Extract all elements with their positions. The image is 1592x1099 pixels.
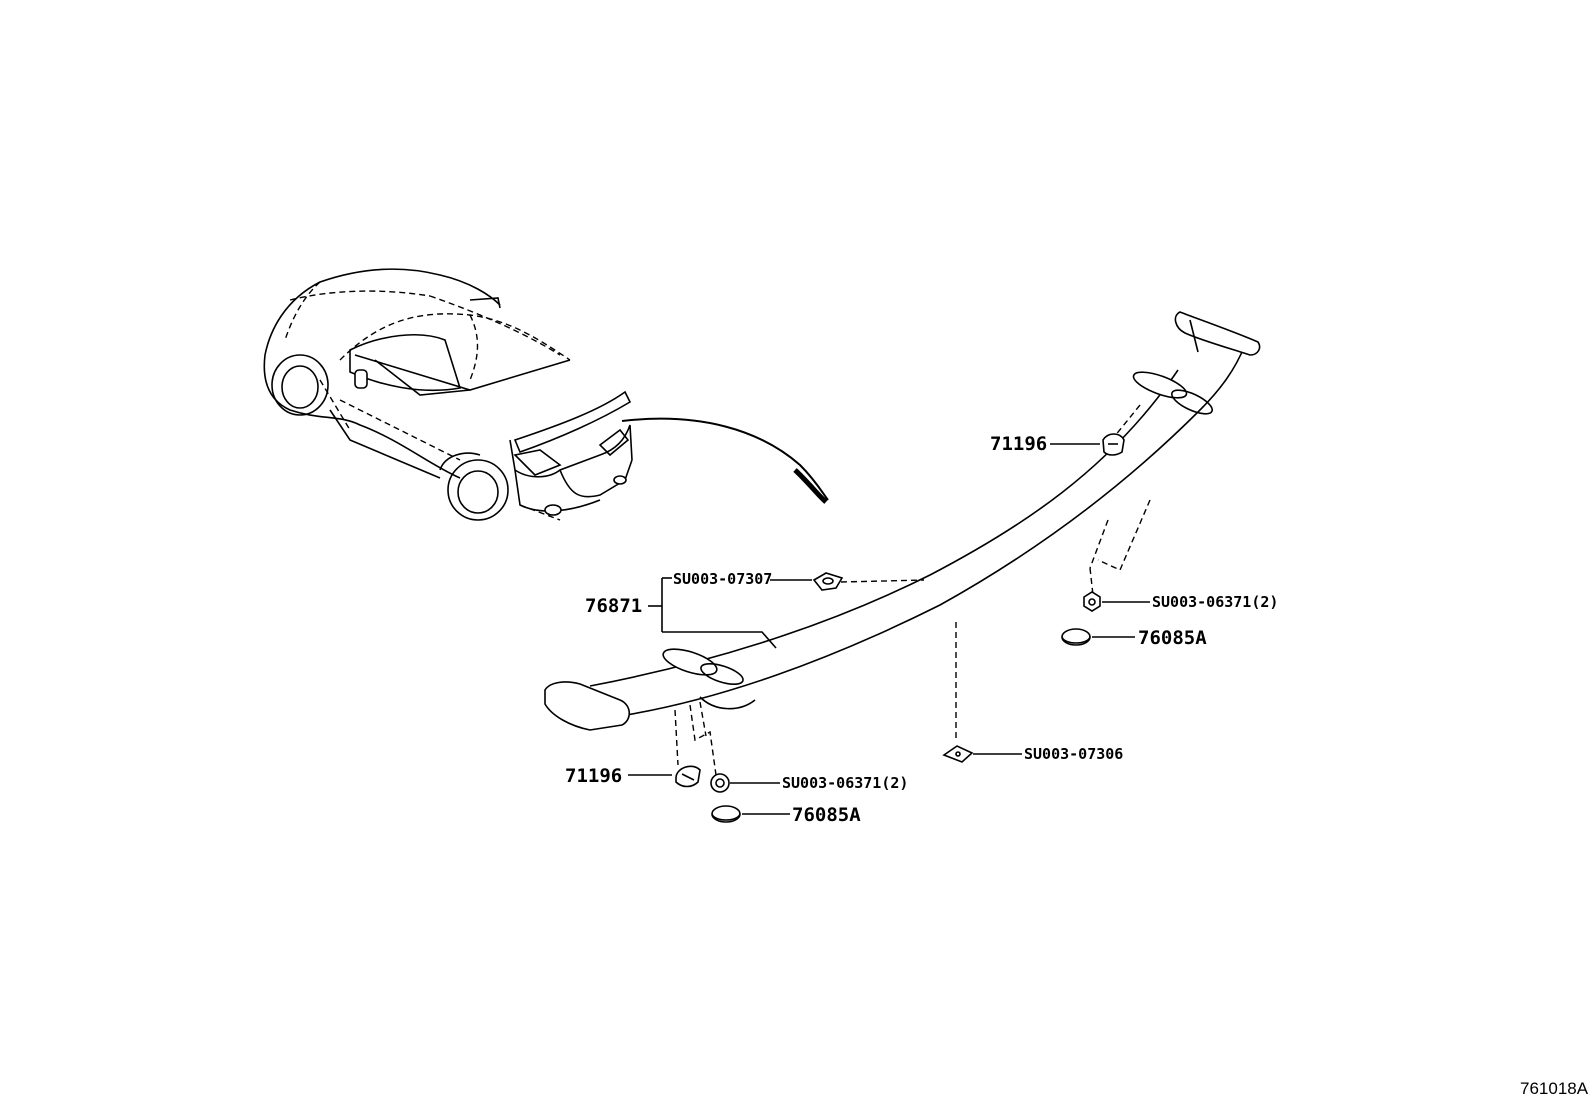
callout-nut-lower: SU003-06371(2) <box>782 774 908 792</box>
callout-cap-lower: 76085A <box>792 804 861 826</box>
diagram-id: 761018A <box>1520 1079 1589 1098</box>
clip-lower-icon <box>675 765 701 788</box>
car-illustration <box>263 268 633 521</box>
cap-lower-icon <box>711 805 741 823</box>
nut-upper-icon <box>1083 591 1101 612</box>
bracket-upper-icon <box>812 572 844 591</box>
nut-lower-icon <box>710 773 730 793</box>
callout-clip-lower: 71196 <box>565 765 622 787</box>
callout-cap-upper: 76085A <box>1138 627 1207 649</box>
cap-upper-icon <box>1061 628 1091 646</box>
callout-leaders <box>628 443 1150 815</box>
callout-nut-upper: SU003-06371(2) <box>1152 593 1278 611</box>
leader-curve <box>621 417 829 501</box>
callout-bracket-lower: SU003-07306 <box>1024 745 1123 763</box>
assembly-guides <box>674 404 1151 776</box>
clip-upper-icon <box>1102 433 1125 456</box>
rear-spoiler <box>544 311 1261 731</box>
callout-spoiler-assembly: 76871 <box>585 595 642 617</box>
callout-clip-upper: 71196 <box>990 433 1047 455</box>
callout-bracket-upper: SU003-07307 <box>673 570 772 588</box>
bracket-lower-icon <box>942 745 974 763</box>
